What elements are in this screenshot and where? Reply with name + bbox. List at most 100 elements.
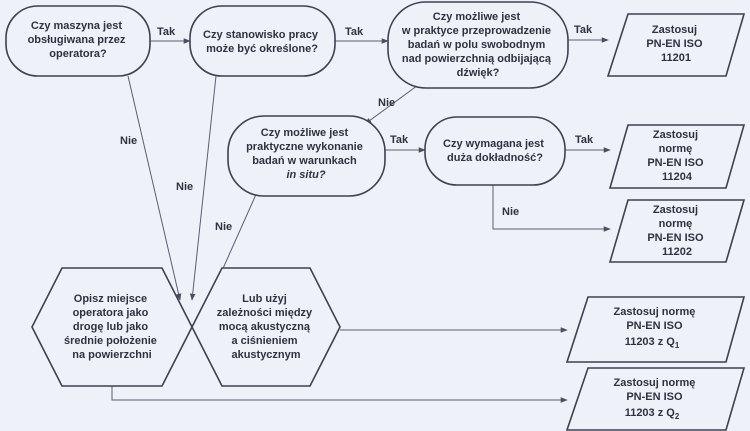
line: 11203 z Q2 <box>625 407 680 421</box>
line: 11204 <box>662 171 693 183</box>
node-text: Zastosuj normę PN-EN ISO 11202 <box>647 204 706 258</box>
node-text: Lub użyj zależności między mocą akustycz… <box>217 293 315 361</box>
node-text: Zastosuj PN-EN ISO 11201 <box>646 24 705 64</box>
line: Zastosuj <box>653 204 698 216</box>
node-question-operator: Czy maszyna jest obsługiwana przez opera… <box>5 5 151 77</box>
node-text: Zastosuj normę PN-EN ISO 11203 z Q2 <box>614 377 699 421</box>
line: PN-EN ISO <box>647 232 704 244</box>
line: obsługiwana przez <box>28 34 126 46</box>
line: drogę lub jako <box>73 321 148 333</box>
edge-freefield-to-insitu <box>364 79 426 125</box>
edges <box>111 37 611 403</box>
label-nie-3: Nie <box>120 135 137 147</box>
line: 11203 z Q1 <box>625 336 680 350</box>
label-tak-5: Tak <box>575 134 594 146</box>
result-shape <box>565 296 746 363</box>
line: średnie położenie <box>64 335 157 347</box>
node-text: Czy maszyna jest obsługiwana przez opera… <box>28 20 129 60</box>
subscript: 1 <box>675 341 680 350</box>
node-result-11204: Zastosuj normę PN-EN ISO 11204 <box>608 124 746 189</box>
decision-shape <box>227 115 386 197</box>
node-result-11202: Zastosuj normę PN-EN ISO 11202 <box>608 199 746 263</box>
line: Czy maszyna jest <box>31 20 122 32</box>
label-nie-2: Nie <box>502 206 519 218</box>
decision-shape <box>5 5 151 77</box>
line: Lub użyj <box>242 293 287 305</box>
label-nie-5: Nie <box>215 221 232 233</box>
line: Zastosuj <box>652 24 697 36</box>
edge-operator-to-hexagons <box>127 75 182 301</box>
line: operatora jako <box>73 307 149 319</box>
line: Zastosuj normę <box>614 306 696 318</box>
result-shape <box>608 124 746 189</box>
node-text: Czy możliwe jest w praktyce przeprowadze… <box>401 11 554 79</box>
node-result-11201: Zastosuj PN-EN ISO 11201 <box>606 13 746 77</box>
line: Zastosuj <box>653 129 698 141</box>
line: może być określone? <box>206 43 318 55</box>
node-text: Czy wymagana jest duża dokładność? <box>443 138 547 164</box>
node-question-workstation: Czy stanowisko pracy może być określone? <box>189 5 336 77</box>
line: PN-EN ISO <box>646 38 703 50</box>
label-nie-1: Nie <box>378 97 395 109</box>
edge-workstation-to-hexagons <box>189 75 217 301</box>
line: badań w polu swobodnym <box>408 39 546 51</box>
node-question-free-field: Czy możliwe jest w praktyce przeprowadze… <box>387 1 569 89</box>
result-shape <box>608 199 746 263</box>
label-nie-4: Nie <box>176 181 193 193</box>
line: normę <box>659 218 693 230</box>
decision-shape <box>189 5 336 77</box>
result-shape <box>565 367 746 431</box>
node-question-in-situ: Czy możliwe jest praktyczne wykonanie ba… <box>227 115 386 197</box>
edge-accuracy-to-11202 <box>492 185 611 232</box>
line-main: 11203 z Q <box>625 407 676 419</box>
result-shape <box>606 13 746 77</box>
line: PN-EN ISO <box>626 391 683 403</box>
line: Czy stanowisko pracy <box>203 29 319 41</box>
node-question-accuracy: Czy wymagana jest duża dokładność? <box>424 116 566 186</box>
hexagon-shape <box>191 267 341 387</box>
hexagon-shape <box>31 267 193 387</box>
line: Zastosuj normę <box>614 377 696 389</box>
line: Czy możliwe jest <box>433 11 521 23</box>
node-text: Zastosuj normę PN-EN ISO 11203 z Q1 <box>614 306 699 350</box>
node-text: Czy stanowisko pracy może być określone? <box>203 29 321 55</box>
edge-describe-to-11203q2 <box>111 375 568 403</box>
line: w praktyce przeprowadzenie <box>401 25 551 37</box>
node-process-relation: Lub użyj zależności między mocą akustycz… <box>191 267 341 387</box>
line: zależności między <box>217 307 313 319</box>
line: a ciśnieniem <box>231 335 297 347</box>
line: Opisz miejsce <box>74 293 147 305</box>
label-tak-4: Tak <box>390 134 409 146</box>
label-tak-3: Tak <box>574 24 593 36</box>
line: PN-EN ISO <box>647 157 704 169</box>
node-result-11203-q2: Zastosuj normę PN-EN ISO 11203 z Q2 <box>565 367 746 431</box>
decision-shape <box>387 1 569 89</box>
line: badań w warunkach <box>252 155 357 167</box>
label-tak-2: Tak <box>345 26 364 38</box>
line: duża dokładność? <box>447 152 543 164</box>
line: Czy wymagana jest <box>443 138 544 150</box>
line: dźwięk? <box>457 67 500 79</box>
line: normę <box>659 143 693 155</box>
line-main: 11203 z Q <box>625 336 676 348</box>
node-text: Zastosuj normę PN-EN ISO 11204 <box>647 129 706 183</box>
node-text: Opisz miejsce operatora jako drogę lub j… <box>64 293 160 361</box>
line: nad powierzchnią odbijającą <box>402 53 552 65</box>
line: operatora? <box>49 48 107 60</box>
label-tak-1: Tak <box>157 26 176 38</box>
line: Czy możliwe jest <box>261 127 349 139</box>
node-process-describe: Opisz miejsce operatora jako drogę lub j… <box>31 267 193 387</box>
line: PN-EN ISO <box>626 320 683 332</box>
line: 11201 <box>661 52 691 64</box>
line: in situ? <box>286 169 325 181</box>
line: na powierzchni <box>72 349 151 361</box>
line: akustycznym <box>231 349 300 361</box>
node-text: Czy możliwe jest praktyczne wykonanie ba… <box>246 127 366 181</box>
subscript: 2 <box>675 412 680 421</box>
line: 11202 <box>662 246 692 258</box>
line: mocą akustyczną <box>219 321 311 333</box>
edge-labels: Tak Tak Tak Nie Tak Tak Nie Nie Nie Nie <box>120 24 594 233</box>
line: praktyczne wykonanie <box>246 141 363 153</box>
